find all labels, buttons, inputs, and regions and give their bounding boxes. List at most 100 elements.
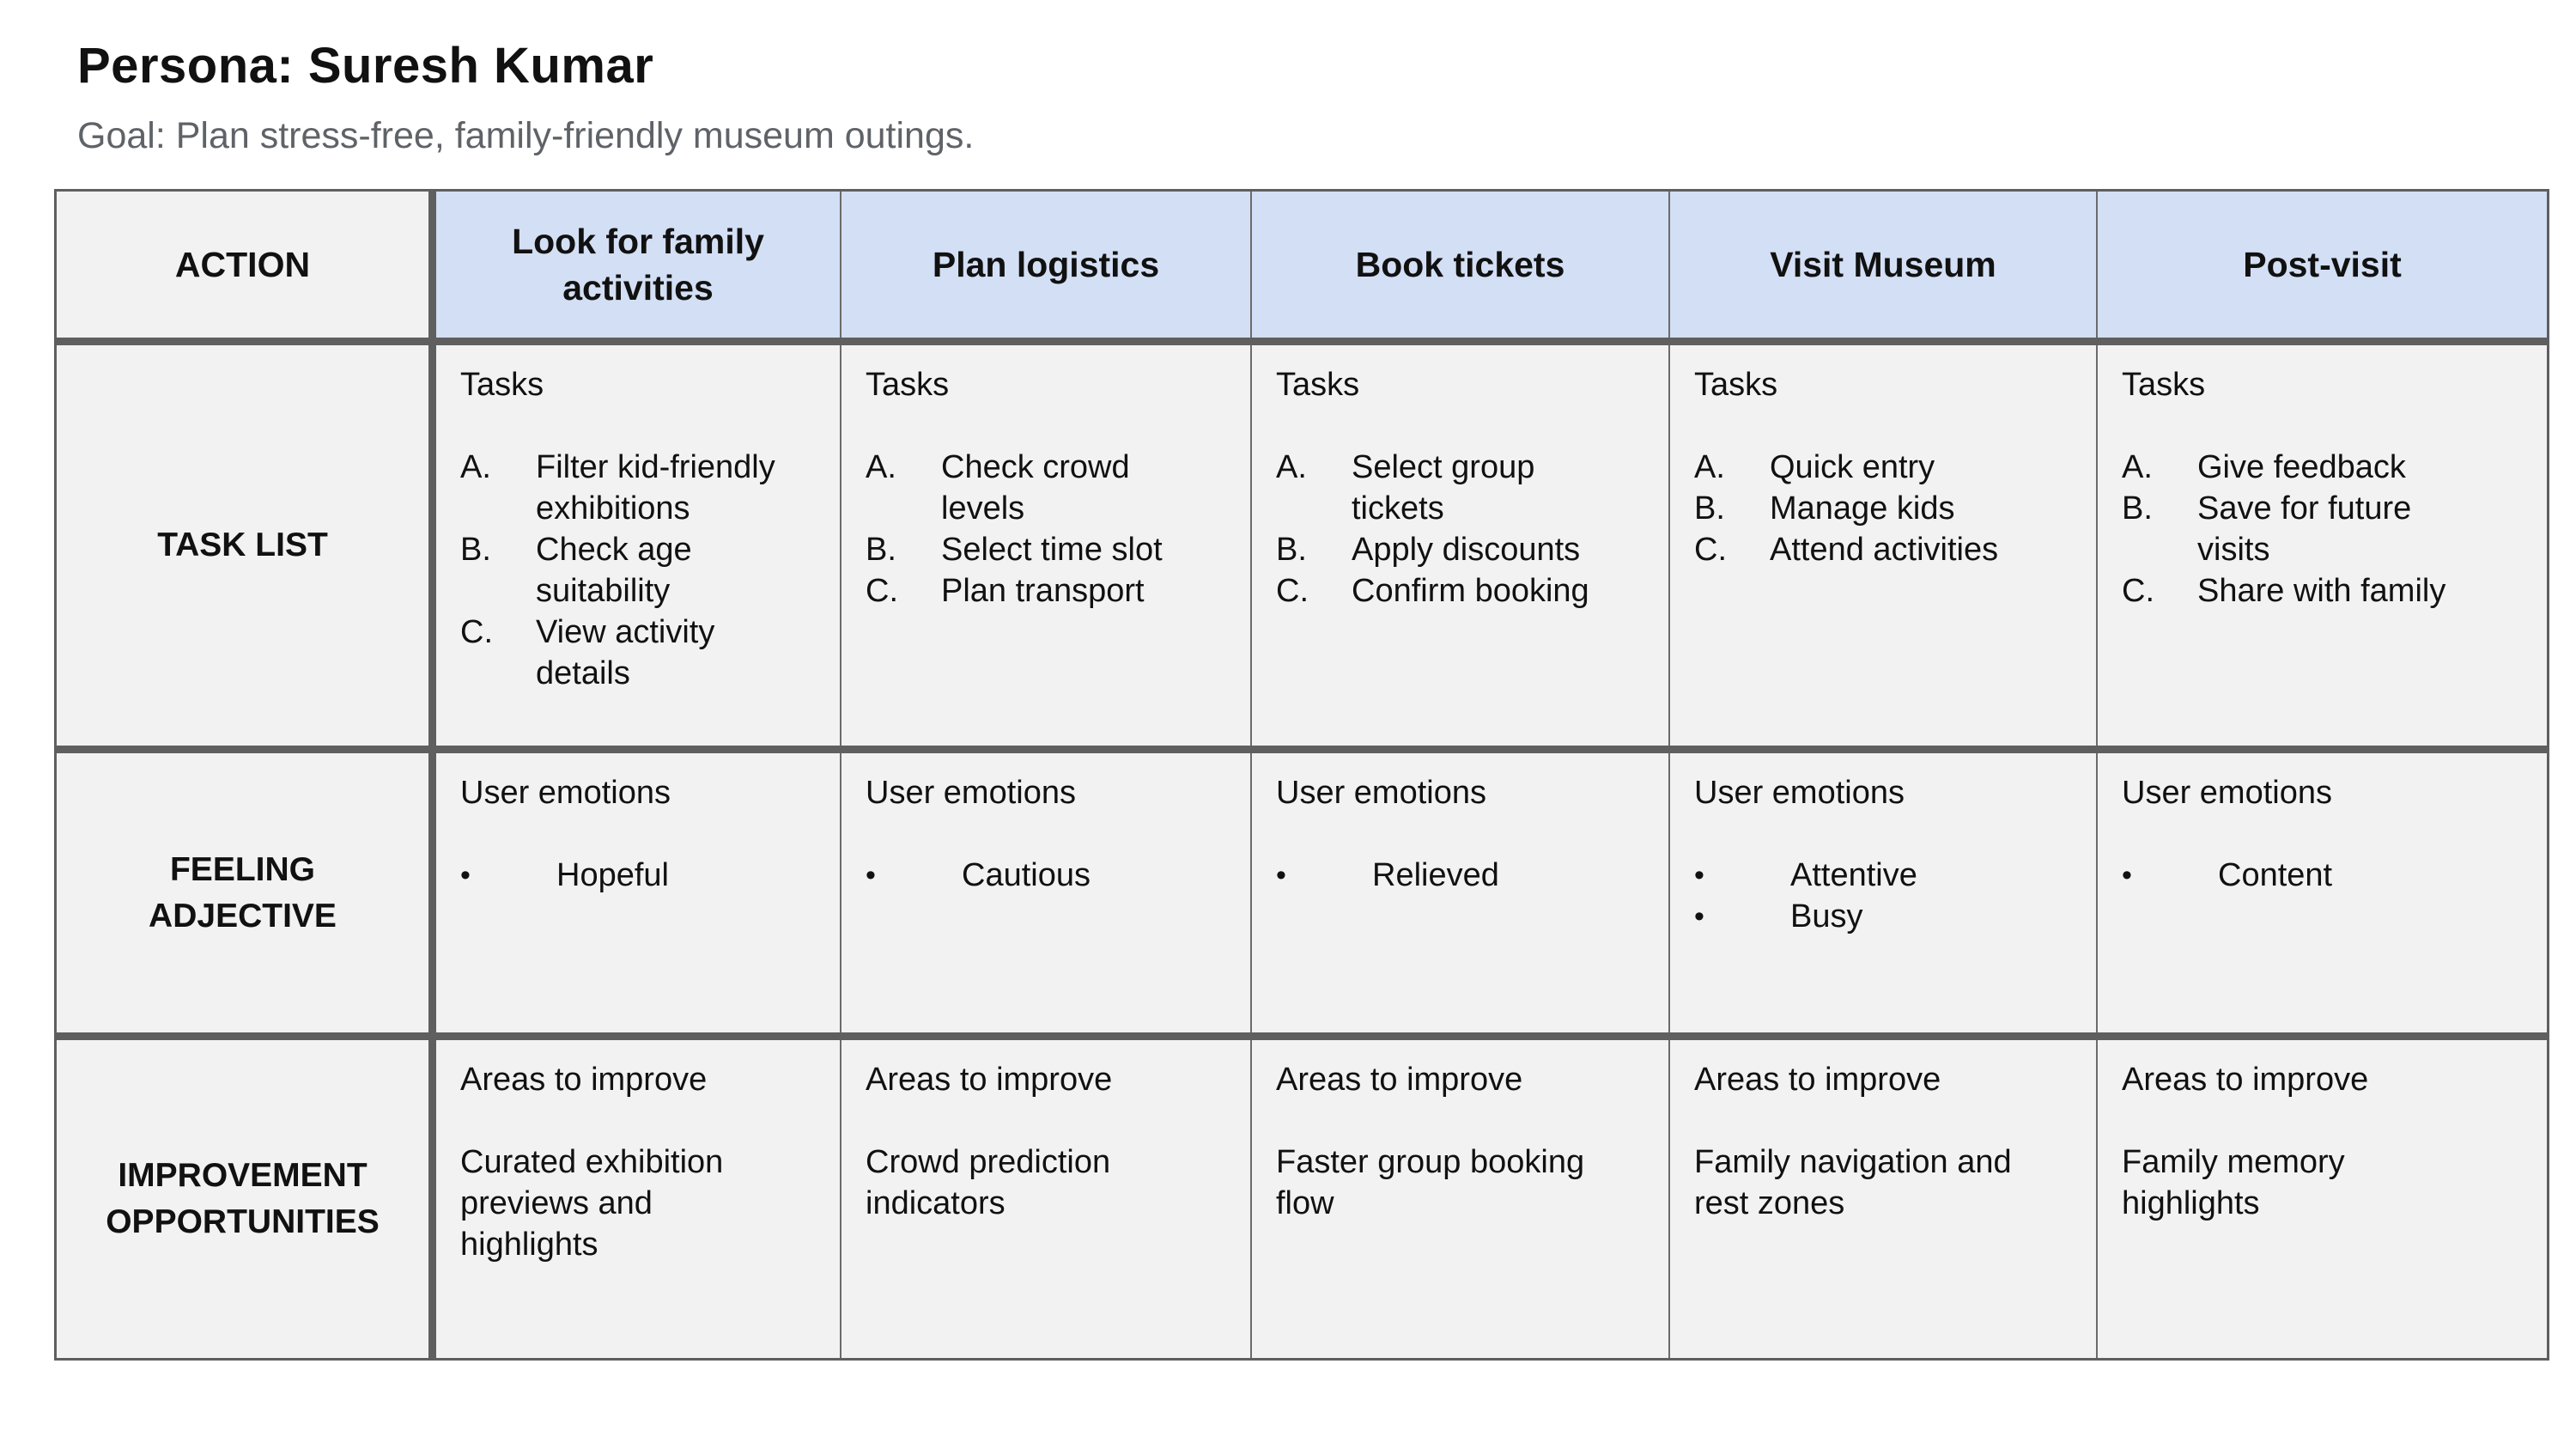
cell-paragraph: Family memory highlights	[2122, 1144, 2345, 1221]
list-marker: B.	[2122, 490, 2153, 527]
list-marker: A.	[460, 449, 491, 485]
cell-heading: User emotions	[1694, 775, 1905, 811]
list-item: B. Save for future visits	[2122, 488, 2523, 570]
list-item-text: Check crowd levels	[941, 449, 1130, 527]
list-item-text: Plan transport	[941, 573, 1145, 609]
list-item: C.Confirm booking	[1276, 570, 1644, 612]
list-item-text: Attentive	[1790, 857, 1917, 893]
column-header-stage-1: Look for family activities	[436, 192, 841, 338]
list-item: A. Select group tickets	[1276, 447, 1644, 529]
column-header-stage-4: Visit Museum	[1670, 192, 2098, 338]
row-label-improvement-opportunities: IMPROVEMENT OPPORTUNITIES	[57, 1040, 436, 1358]
column-header-action: ACTION	[57, 192, 436, 338]
list-item: A. Give feedback	[2122, 447, 2523, 488]
list-marker: B.	[460, 532, 491, 568]
cell-heading: Areas to improve	[2122, 1062, 2369, 1098]
list-item: • Busy	[1694, 896, 2072, 937]
cell-heading: Tasks	[866, 367, 950, 403]
list-item-text: Attend activities	[1770, 532, 1999, 568]
list-marker: •	[460, 859, 471, 892]
cell-heading: User emotions	[866, 775, 1076, 811]
list-marker: C.	[460, 614, 493, 650]
row-label-task-list: TASK LIST	[57, 345, 436, 746]
list-marker: B.	[1694, 490, 1725, 527]
list-item-text: Select group tickets	[1352, 449, 1535, 527]
cell-paragraph: Family navigation and rest zones	[1694, 1144, 2012, 1221]
list-item-text: Manage kids	[1770, 490, 1955, 527]
list-item: B.Apply discounts	[1276, 529, 1644, 570]
list-item-text: Check age suitability	[536, 532, 692, 609]
journey-cell: User emotions • Attentive • Busy	[1670, 753, 2098, 1032]
list-item-text: View activity details	[536, 614, 715, 691]
cell-heading: Areas to improve	[1694, 1062, 1941, 1098]
list-marker: B.	[1276, 532, 1307, 568]
list-item-text: Content	[2218, 857, 2333, 893]
cell-paragraph: Crowd prediction indicators	[866, 1144, 1111, 1221]
list-marker: C.	[866, 573, 898, 609]
cell-heading: User emotions	[460, 775, 671, 811]
list-item-text: Confirm booking	[1352, 573, 1589, 609]
column-header-stage-2: Plan logistics	[841, 192, 1252, 338]
journey-cell: User emotions •Relieved	[1252, 753, 1670, 1032]
list-item-text: Give feedback	[2197, 449, 2406, 485]
list-marker: A.	[2122, 449, 2153, 485]
list-marker: B.	[866, 532, 896, 568]
list-item-text: Hopeful	[556, 857, 669, 893]
list-item: A. Filter kid-friendly exhibitions	[460, 447, 816, 529]
cell-heading: Areas to improve	[460, 1062, 708, 1098]
list-item-text: Filter kid-friendly exhibitions	[536, 449, 775, 527]
list-item: A.Quick entry	[1694, 447, 2072, 488]
cell-heading: Tasks	[460, 367, 544, 403]
cell-paragraph: Curated exhibition previews and highligh…	[460, 1144, 724, 1263]
list-marker: A.	[866, 449, 896, 485]
list-item-text: Select time slot	[941, 532, 1163, 568]
list-item: •Relieved	[1276, 855, 1644, 896]
cell-heading: Tasks	[1276, 367, 1360, 403]
list-marker: •	[1276, 859, 1286, 892]
list-item-text: Share with family	[2197, 573, 2446, 609]
list-item-text: Busy	[1790, 898, 1863, 935]
cell-heading: Areas to improve	[1276, 1062, 1523, 1098]
list-marker: •	[2122, 859, 2132, 892]
list-item: A. Check crowd levels	[866, 447, 1226, 529]
list-item: B. Select time slot	[866, 529, 1226, 570]
list-item: C.Attend activities	[1694, 529, 2072, 570]
list-item-text: Quick entry	[1770, 449, 1935, 485]
cell-paragraph: Faster group booking flow	[1276, 1144, 1585, 1221]
list-marker: •	[1694, 859, 1704, 892]
cell-heading: User emotions	[2122, 775, 2332, 811]
list-item: • Content	[2122, 855, 2523, 896]
cell-heading: Tasks	[1694, 367, 1778, 403]
journey-cell: User emotions • Hopeful	[436, 753, 841, 1032]
column-header-stage-5: Post-visit	[2098, 192, 2547, 338]
list-item: •Cautious	[866, 855, 1226, 896]
column-header-stage-3: Book tickets	[1252, 192, 1670, 338]
row-label-feeling-adjective: FEELING ADJECTIVE	[57, 753, 436, 1032]
list-item: C. View activity details	[460, 612, 816, 694]
journey-cell: User emotions •Cautious	[841, 753, 1252, 1032]
cell-heading: User emotions	[1276, 775, 1486, 811]
list-marker: •	[1694, 900, 1704, 933]
cell-heading: Tasks	[2122, 367, 2206, 403]
page-title: Persona: Suresh Kumar	[77, 38, 654, 94]
page-goal: Goal: Plan stress-free, family-friendly …	[77, 115, 975, 156]
journey-cell: User emotions • Content	[2098, 753, 2547, 1032]
list-marker: A.	[1276, 449, 1307, 485]
list-item-text: Save for future visits	[2197, 490, 2412, 568]
list-marker: C.	[2122, 573, 2154, 609]
list-item: B. Check age suitability	[460, 529, 816, 612]
